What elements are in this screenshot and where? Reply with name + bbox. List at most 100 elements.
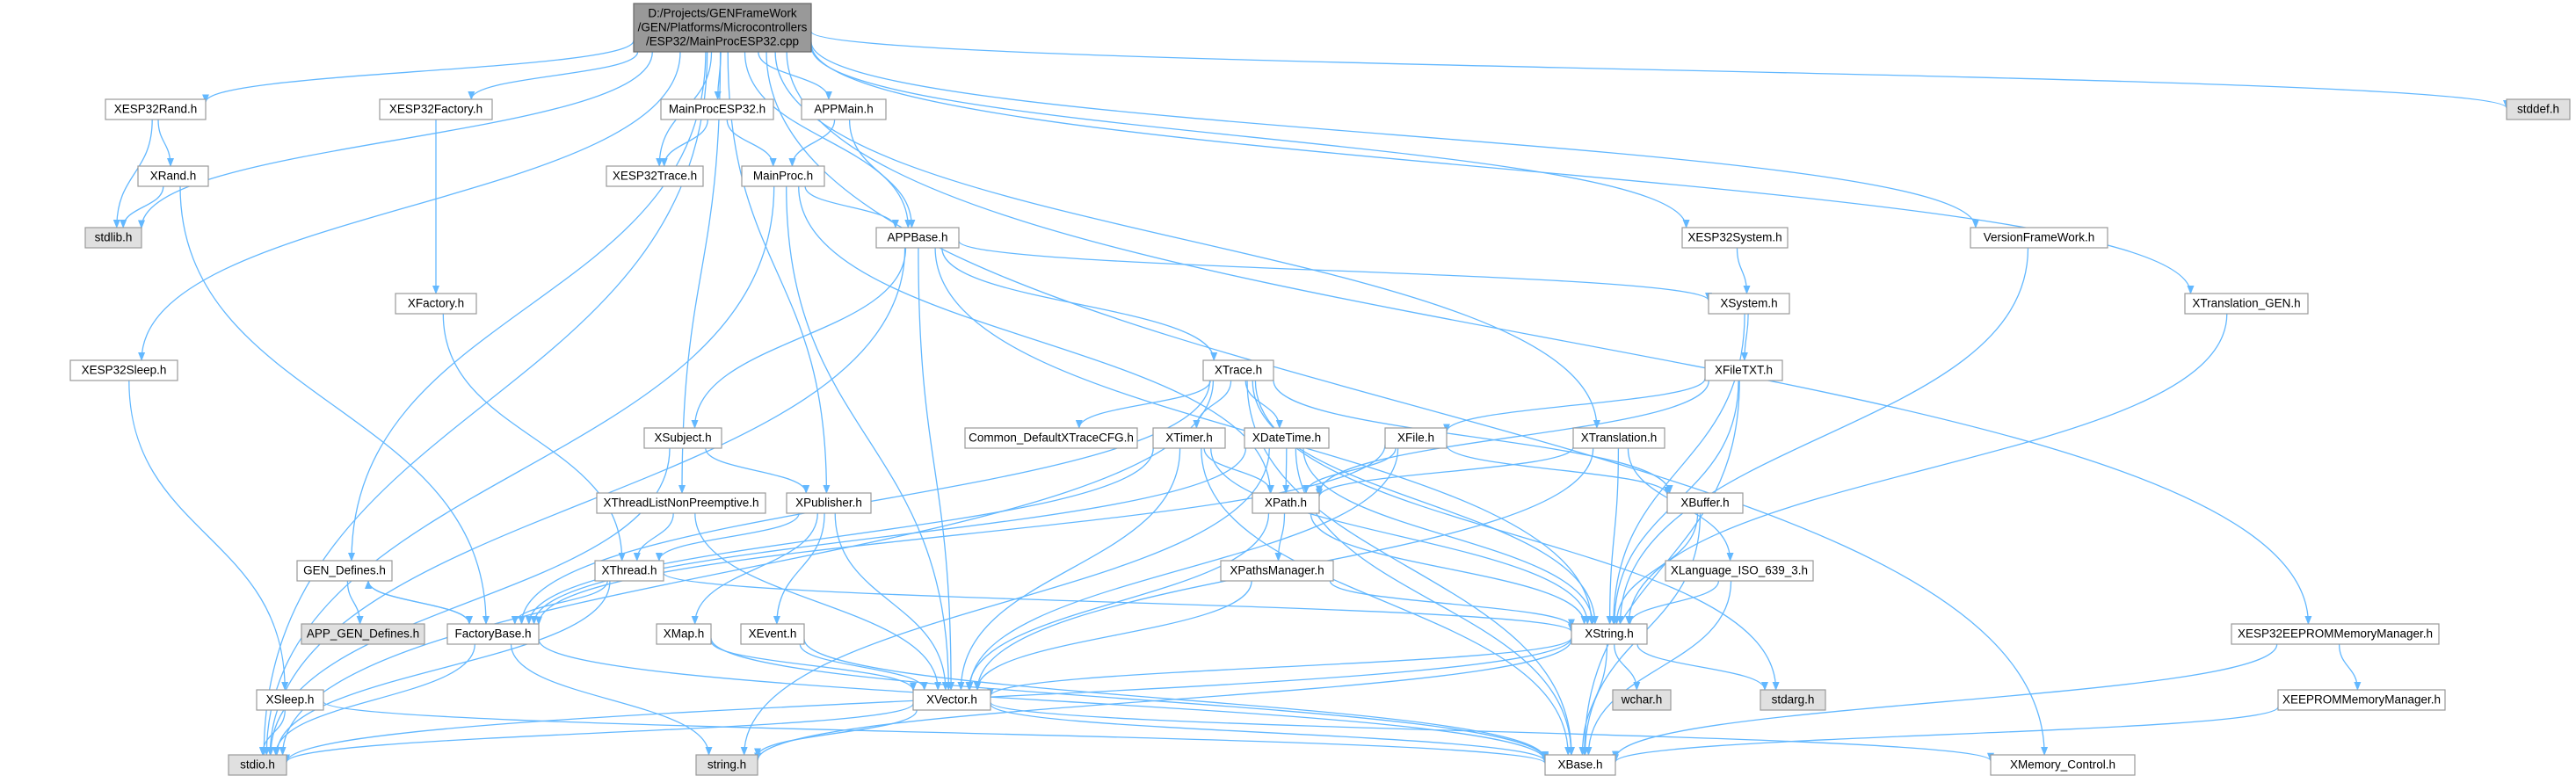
node-label-stringh: string.h: [707, 758, 746, 772]
node-xbuffer[interactable]: XBuffer.h: [1666, 492, 1744, 514]
node-xpublisher[interactable]: XPublisher.h: [786, 492, 872, 514]
node-xsystem[interactable]: XSystem.h: [1708, 293, 1790, 315]
node-xesp32eeprom[interactable]: XESP32EEPROMMemoryManager.h: [2231, 623, 2440, 645]
node-box-xtranslationgen: [2184, 293, 2309, 315]
edge-xesp32eeprom-to-xeeprom: [2338, 643, 2362, 691]
node-box-xrand: [137, 165, 209, 187]
node-label-xpathsmanager: XPathsManager.h: [1230, 564, 1324, 577]
node-xvector[interactable]: XVector.h: [912, 689, 991, 711]
node-xsleep[interactable]: XSleep.h: [256, 689, 324, 711]
node-gendefines[interactable]: GEN_Defines.h: [296, 560, 393, 582]
node-appmain[interactable]: APPMain.h: [801, 98, 887, 120]
edge-appbase-to-stdio: [266, 247, 906, 756]
node-xfactory[interactable]: XFactory.h: [395, 293, 477, 315]
node-box-xesp32eeprom: [2231, 623, 2440, 645]
node-xtranslation[interactable]: XTranslation.h: [1572, 427, 1665, 449]
node-label-stdio: stdio.h: [240, 758, 275, 772]
edge-xthreadlist-to-xvector: [694, 512, 942, 691]
node-label-xpath: XPath.h: [1265, 497, 1307, 510]
edge-appbase-to-xsystem: [958, 240, 1712, 301]
node-box-stdio: [228, 754, 287, 776]
node-xesp32factory[interactable]: XESP32Factory.h: [379, 98, 493, 120]
node-xtimer[interactable]: XTimer.h: [1152, 427, 1226, 449]
edge-xdatetime-to-stringh: [740, 447, 1270, 756]
node-box-xesp32factory: [379, 98, 493, 120]
node-box-xevent: [740, 623, 805, 645]
node-xesp32system[interactable]: XESP32System.h: [1681, 227, 1789, 249]
edge-versionfw-to-xstring: [1616, 247, 2029, 625]
node-xpath[interactable]: XPath.h: [1252, 492, 1320, 514]
node-box-versionfw: [1970, 227, 2108, 249]
node-label-xdatetime: XDateTime.h: [1252, 431, 1321, 445]
node-xtranslationgen[interactable]: XTranslation_GEN.h: [2184, 293, 2309, 315]
node-xeeprom[interactable]: XEEPROMMemoryManager.h: [2277, 689, 2446, 711]
node-xpathsmanager[interactable]: XPathsManager.h: [1220, 560, 1334, 582]
node-versionfw[interactable]: VersionFrameWork.h: [1970, 227, 2108, 249]
node-wchar[interactable]: wchar.h: [1612, 689, 1672, 711]
edge-xvector-to-xmemory: [990, 701, 1994, 762]
edge-mainprocesp32h-to-mainproch: [726, 119, 777, 167]
node-box-commontrace: [964, 427, 1138, 449]
node-xtrace[interactable]: XTrace.h: [1202, 359, 1274, 381]
node-xdatetime[interactable]: XDateTime.h: [1244, 427, 1330, 449]
edge-xthread-to-xstring: [663, 572, 1575, 633]
node-box-xmap: [656, 623, 712, 645]
node-label-root: D:/Projects/GENFrameWork: [648, 7, 797, 20]
edge-xbuffer-to-xstring: [1613, 512, 1699, 625]
node-box-appmain: [801, 98, 887, 120]
node-xevent[interactable]: XEvent.h: [740, 623, 805, 645]
node-xmemory[interactable]: XMemory_Control.h: [1990, 754, 2136, 776]
node-box-xtrace: [1202, 359, 1274, 381]
node-xesp32rand[interactable]: XESP32Rand.h: [105, 98, 207, 120]
edge-xmap-to-xvector: [710, 640, 917, 692]
node-mainproch[interactable]: MainProc.h: [741, 165, 825, 187]
node-appgendefines[interactable]: APP_GEN_Defines.h: [301, 623, 425, 645]
edge-mainproch-to-stdio: [263, 185, 775, 756]
node-root[interactable]: D:/Projects/GENFrameWork/GEN/Platforms/M…: [633, 3, 812, 53]
node-label-xlanguage: XLanguage_ISO_639_3.h: [1671, 564, 1808, 577]
node-stdlib[interactable]: stdlib.h: [84, 227, 142, 249]
node-label-xmap: XMap.h: [664, 627, 705, 641]
node-stringh[interactable]: string.h: [695, 754, 758, 776]
node-box-stringh: [695, 754, 758, 776]
node-xbase[interactable]: XBase.h: [1544, 754, 1616, 776]
edge-root-to-stdio: [260, 51, 708, 756]
node-xfiletxt[interactable]: XFileTXT.h: [1704, 359, 1783, 381]
node-mainprocesp32h[interactable]: MainProcESP32.h: [660, 98, 774, 120]
edge-xvector-to-xbase: [990, 703, 1549, 763]
edge-xtrace-to-xbase: [1246, 380, 1575, 756]
edge-root-to-xesp32eeprom: [786, 51, 2312, 625]
node-label-appgendefines: APP_GEN_Defines.h: [307, 627, 419, 641]
edge-xtimer-to-xvector: [957, 447, 1181, 691]
node-stdio[interactable]: stdio.h: [228, 754, 287, 776]
node-xesp32sleep[interactable]: XESP32Sleep.h: [69, 359, 178, 381]
node-label-xesp32eeprom: XESP32EEPROMMemoryManager.h: [2238, 627, 2433, 641]
edge-root-to-stddef: [810, 31, 2510, 109]
node-box-xtimer: [1152, 427, 1226, 449]
node-label-root: /GEN/Platforms/Microcontrollers: [638, 21, 808, 34]
node-commontrace[interactable]: Common_DefaultXTraceCFG.h: [964, 427, 1138, 449]
node-xrand[interactable]: XRand.h: [137, 165, 209, 187]
node-xstring[interactable]: XString.h: [1571, 623, 1648, 645]
node-stdarg[interactable]: stdarg.h: [1760, 689, 1826, 711]
node-label-factorybase: FactoryBase.h: [454, 627, 531, 641]
node-appbase[interactable]: APPBase.h: [875, 227, 960, 249]
node-xsubject[interactable]: XSubject.h: [643, 427, 722, 449]
edge-root-to-xtranslation: [774, 51, 1600, 429]
node-xesp32trace[interactable]: XESP32Trace.h: [606, 165, 704, 187]
node-xthreadlist[interactable]: XThreadListNonPreemptive.h: [596, 492, 766, 514]
edge-root-to-stdlib: [138, 51, 653, 229]
node-stddef[interactable]: stddef.h: [2506, 98, 2571, 120]
edge-appbase-to-xsubject: [691, 247, 907, 429]
node-factorybase[interactable]: FactoryBase.h: [446, 623, 540, 645]
node-xfile[interactable]: XFile.h: [1384, 427, 1448, 449]
node-box-xdatetime: [1244, 427, 1330, 449]
node-box-xfiletxt: [1704, 359, 1783, 381]
edge-xfile-to-xbuffer: [1446, 445, 1671, 496]
node-label-xthreadlist: XThreadListNonPreemptive.h: [603, 497, 758, 510]
node-label-versionfw: VersionFrameWork.h: [1984, 231, 2095, 244]
node-xthread[interactable]: XThread.h: [594, 560, 664, 582]
node-xmap[interactable]: XMap.h: [656, 623, 712, 645]
edge-appbase-to-xvector: [918, 247, 955, 691]
node-xlanguage[interactable]: XLanguage_ISO_639_3.h: [1665, 560, 1814, 582]
